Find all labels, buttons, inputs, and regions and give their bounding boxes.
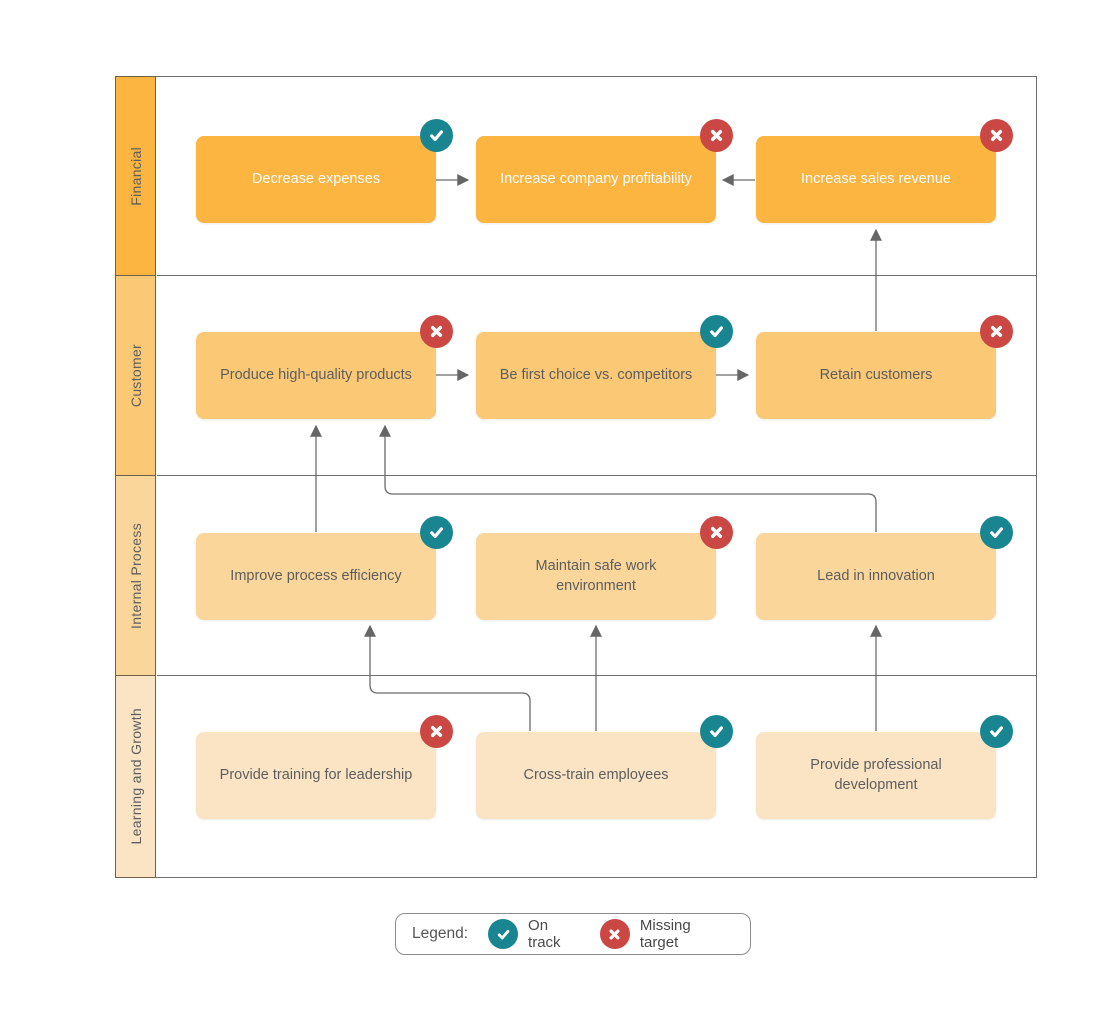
lane-divider <box>157 275 1037 276</box>
check-icon <box>430 527 443 539</box>
status-badge <box>420 715 453 748</box>
x-icon <box>990 325 1003 338</box>
check-icon <box>710 726 723 738</box>
lane-label: Internal Process <box>127 522 144 629</box>
status-badge <box>980 119 1013 152</box>
x-icon <box>710 129 723 142</box>
node-provide-training-for-leadership[interactable]: Provide training for leadership <box>196 715 453 819</box>
status-badge <box>420 516 453 549</box>
status-badge <box>980 715 1013 748</box>
legend-label-on-track: On track <box>528 917 561 951</box>
x-icon <box>609 929 620 939</box>
lane-divider <box>157 475 1037 476</box>
lane-label: Customer <box>127 343 144 408</box>
x-icon <box>430 725 443 738</box>
node-increase-company-profitability[interactable]: Increase company profitability <box>476 119 733 223</box>
check-icon <box>710 326 723 338</box>
lane-strip-financial[interactable]: Financial <box>115 76 156 276</box>
node-lead-in-innovation[interactable]: Lead in innovation <box>756 516 1013 620</box>
node-increase-sales-revenue[interactable]: Increase sales revenue <box>756 119 1013 223</box>
node-provide-professional-development[interactable]: Provide professional development <box>756 715 1013 819</box>
node-be-first-choice-vs-competitors[interactable]: Be first choice vs. competitors <box>476 315 733 419</box>
node-label: Retain customers <box>819 366 933 383</box>
on-track-icon <box>488 919 519 949</box>
node-label: Provide training for leadership <box>219 766 413 783</box>
status-badge <box>700 715 733 748</box>
x-icon <box>430 325 443 338</box>
check-icon <box>990 527 1003 539</box>
node-label: Provide professional development <box>810 756 942 793</box>
node-label: Cross-train employees <box>523 766 669 783</box>
lane-strip-customer[interactable]: Customer <box>115 275 156 476</box>
status-badge <box>420 119 453 152</box>
lane-divider <box>157 675 1037 676</box>
node-label: Decrease expenses <box>251 170 381 187</box>
node-label: Lead in innovation <box>817 567 935 584</box>
status-badge <box>980 516 1013 549</box>
node-label: Produce high-quality products <box>220 366 412 383</box>
node-improve-process-efficiency[interactable]: Improve process efficiency <box>196 516 453 620</box>
lane-strip-internal-process[interactable]: Internal Process <box>115 475 156 676</box>
x-icon <box>990 129 1003 142</box>
status-badge <box>980 315 1013 348</box>
node-label: Increase company profitability <box>500 170 692 187</box>
missing-target-icon <box>599 919 630 949</box>
node-label: Be first choice vs. competitors <box>499 366 693 383</box>
check-icon <box>990 726 1003 738</box>
node-cross-train-employees[interactable]: Cross-train employees <box>476 715 733 819</box>
legend-title: Legend: <box>412 925 469 942</box>
node-label: Improve process efficiency <box>230 567 402 584</box>
status-badge <box>700 315 733 348</box>
lane-label: Learning and Growth <box>127 708 144 845</box>
x-icon <box>710 526 723 539</box>
node-label: Maintain safe work environment <box>535 557 657 594</box>
legend-label-missing-target: Missing target <box>639 917 691 951</box>
check-icon <box>430 130 443 142</box>
node-label: Increase sales revenue <box>801 170 951 187</box>
lane-label: Financial <box>127 146 144 206</box>
node-produce-high-quality-products[interactable]: Produce high-quality products <box>196 315 453 419</box>
check-icon <box>497 929 509 939</box>
lane-strip-learning-growth[interactable]: Learning and Growth <box>115 675 156 878</box>
legend: Legend: On track Missing target <box>395 913 751 955</box>
status-badge <box>700 516 733 549</box>
node-maintain-safe-work-environment[interactable]: Maintain safe work environment <box>476 516 733 620</box>
node-retain-customers[interactable]: Retain customers <box>756 315 1013 419</box>
status-badge <box>420 315 453 348</box>
node-decrease-expenses[interactable]: Decrease expenses <box>196 119 453 223</box>
status-badge <box>700 119 733 152</box>
